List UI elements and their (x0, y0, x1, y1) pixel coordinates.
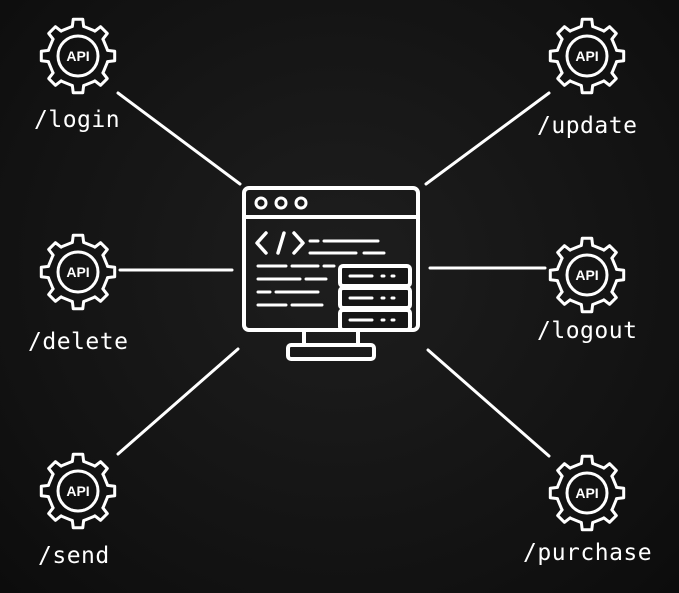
api-gear-icon: API (39, 452, 117, 530)
connector-purchase (426, 348, 551, 458)
endpoint-label-purchase: /purchase (523, 540, 653, 566)
gear-inner-ring (56, 250, 100, 294)
api-badge-text: API (66, 264, 89, 280)
gear-outline (548, 17, 626, 95)
api-badge-text: API (66, 483, 89, 499)
api-gear-icon: API (39, 233, 117, 311)
api-badge-text: API (575, 48, 598, 64)
endpoint-icons: API API API API API API (39, 17, 626, 532)
gear-outline (548, 236, 626, 314)
connector-update (424, 91, 551, 186)
endpoint-label-send: /send (38, 543, 110, 569)
endpoint-label-update: /update (537, 113, 638, 139)
api-gear-icon: API (39, 17, 117, 95)
api-gear-icon: API (548, 454, 626, 532)
gear-inner-ring (565, 471, 609, 515)
server-stack-icon (338, 264, 412, 332)
gear-outline (39, 17, 117, 95)
gear-inner-ring (56, 469, 100, 513)
api-badge-text: API (66, 48, 89, 64)
gear-inner-ring (56, 34, 100, 78)
api-gear-icon: API (548, 236, 626, 314)
endpoint-label-delete: /delete (28, 329, 129, 355)
connector-send (116, 347, 240, 456)
endpoint-label-login: /login (34, 107, 121, 133)
api-badge-text: API (575, 267, 598, 283)
gear-outline (548, 454, 626, 532)
computer-code-server-icon (242, 186, 420, 361)
connector-login (116, 91, 242, 186)
api-gear-icon: API (548, 17, 626, 95)
gear-outline (39, 452, 117, 530)
gear-outline (39, 233, 117, 311)
gear-inner-ring (565, 253, 609, 297)
api-badge-text: API (575, 485, 598, 501)
gear-inner-ring (565, 34, 609, 78)
connectors (116, 91, 551, 458)
endpoint-label-logout: /logout (537, 318, 638, 344)
